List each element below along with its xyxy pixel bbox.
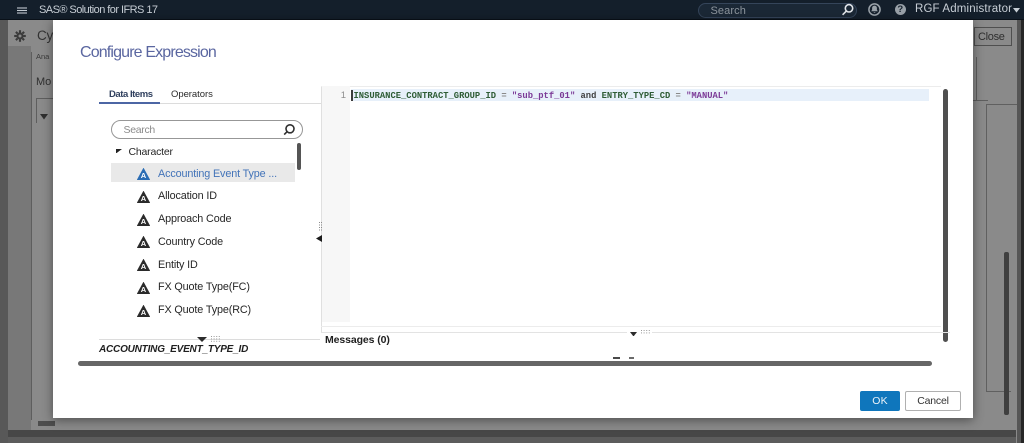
svg-text:A: A — [141, 308, 147, 317]
svg-text:A: A — [141, 262, 147, 271]
svg-text:A: A — [141, 217, 147, 226]
svg-text:A: A — [141, 285, 147, 294]
svg-text:A: A — [141, 239, 147, 248]
svg-text:A: A — [141, 171, 147, 180]
svg-text:A: A — [141, 194, 147, 203]
